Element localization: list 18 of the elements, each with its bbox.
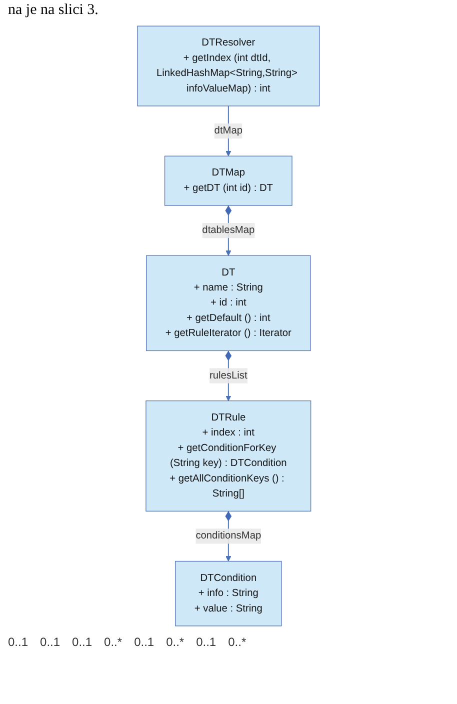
multiplicity-label: 0..1 — [72, 635, 92, 649]
multiplicity-label: 0..1 — [196, 635, 216, 649]
multiplicity-label: 0..* — [166, 635, 184, 649]
node-box: DTCondition + info : String + value : String — [175, 560, 282, 626]
multiplicity-label: 0..1 — [134, 635, 154, 649]
multiplicity-label: 0..1 — [40, 635, 60, 649]
node-box: DTRule + index : int + getConditionForKey (String key) : DTCondition + getAllConditionKeys () : String[] — [146, 400, 312, 512]
edge-label: conditionsMap — [196, 530, 262, 542]
edge-label: dtablesMap — [202, 224, 255, 236]
edge-label: dtMap — [214, 125, 243, 136]
multiplicity-label: 0..* — [228, 635, 246, 649]
node-box: DT + name : String + id : int + getDefault () : int + getRuleIterator () : Iterator — [146, 255, 311, 352]
node-box: DTMap + getDT (int id) : DT — [164, 156, 292, 206]
node-box: DTResolver + getIndex (int dtId, LinkedHashMap<String,String> infoValueMap) : int — [137, 26, 320, 106]
caption-fragment: na je na slici 3. — [8, 2, 98, 18]
multiplicity-label: 0..* — [104, 635, 122, 649]
multiplicity-label: 0..1 — [8, 635, 28, 649]
edge-label: rulesList — [210, 370, 248, 381]
